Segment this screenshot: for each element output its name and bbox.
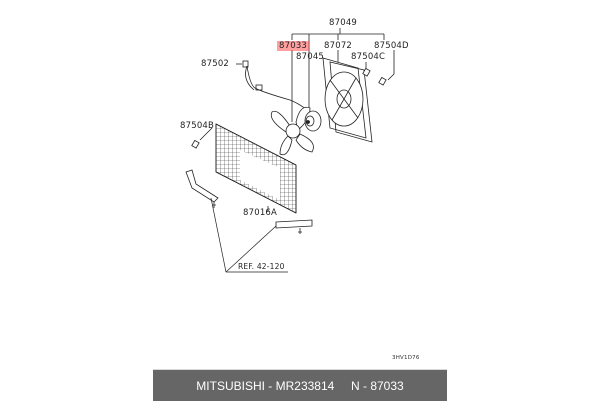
caption-bar: MITSUBISHI - MR233814 N - 87033 — [153, 369, 447, 401]
brackets — [185, 169, 313, 234]
label-87504D: 87504D — [374, 41, 409, 51]
fan-blade — [270, 106, 314, 156]
caption-part-text: MITSUBISHI - MR233814 — [196, 378, 335, 393]
label-ref: REF. 42-120 — [238, 262, 285, 271]
label-87016A: 87016A — [243, 208, 278, 218]
label-87033-highlighted[interactable]: 87033 — [277, 41, 310, 51]
label-87504C: 87504C — [351, 52, 386, 62]
bolts — [191, 67, 387, 149]
label-87049: 87049 — [329, 18, 358, 28]
motor-87045 — [304, 110, 322, 132]
caption-ref-text: N - 87033 — [351, 378, 404, 393]
condenser-87016A — [215, 123, 297, 214]
label-87045: 87045 — [296, 52, 325, 62]
label-87502: 87502 — [201, 59, 230, 69]
diagram-code: 3HV1D76 — [392, 355, 420, 361]
shroud-87072 — [322, 57, 373, 143]
label-87504B: 87504B — [180, 121, 215, 131]
label-87072: 87072 — [324, 41, 353, 51]
